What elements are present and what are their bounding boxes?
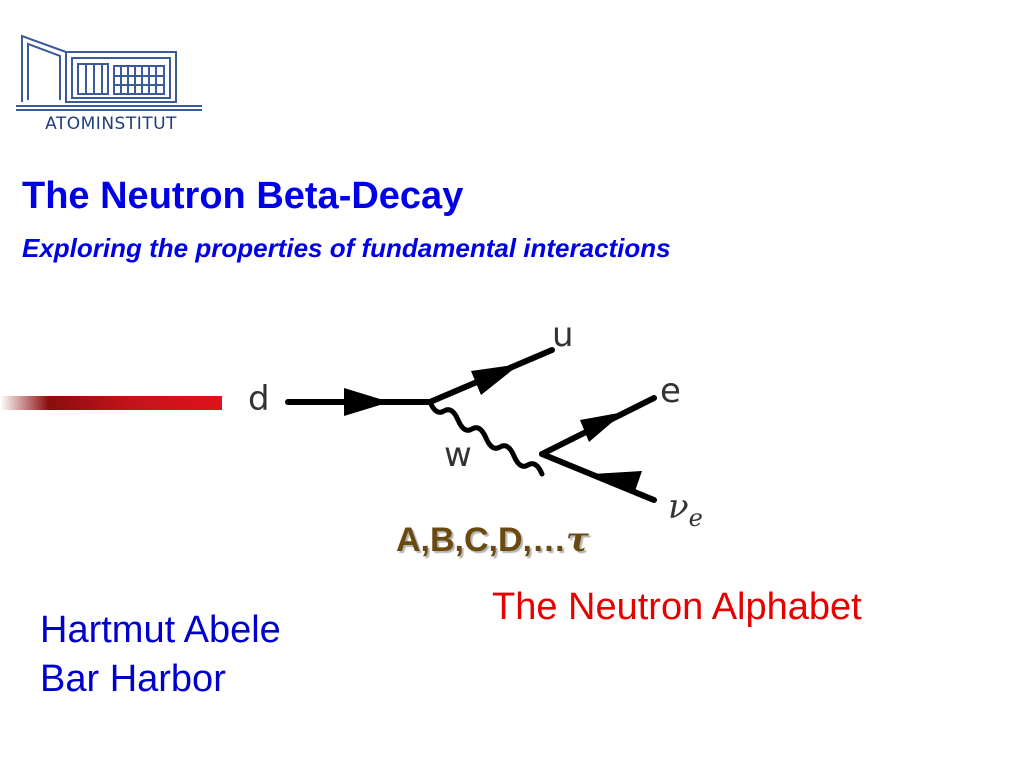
d-quark-label: d [248,379,270,419]
neutron-alphabet-caption: The Neutron Alphabet [492,586,862,628]
atominstitut-logo: ATOMINSTITUT [14,30,204,140]
tau-symbol: τ [566,520,589,560]
author-name: Hartmut Abele [40,609,281,651]
d-quark-arrow [344,388,390,416]
u-quark-arrow [471,364,520,395]
w-boson-line [427,399,545,477]
neutron-alphabet-letters: A,B,C,D,…τ [396,520,589,560]
neutrino-label: νe [668,490,703,530]
building-icon [16,34,202,111]
author-place: Bar Harbor [40,658,226,700]
accent-bar [0,396,222,410]
w-boson-label: w [444,435,472,475]
neutrino-subscript: e [688,503,703,532]
slide-title: The Neutron Beta-Decay [22,175,464,217]
author-block: Hartmut Abele Bar Harbor [40,606,281,704]
electron-label: e [660,371,681,411]
logo-text: ATOMINSTITUT [45,114,177,134]
alphabet-text: A,B,C,D,… [396,521,566,559]
neutrino-symbol: ν [668,487,689,527]
slide-subtitle: Exploring the properties of fundamental … [22,233,671,263]
feynman-diagram-lines [285,347,657,503]
feynman-diagram: d u e w νe [240,318,710,548]
electron-arrow [580,412,624,442]
u-quark-label: u [552,315,574,355]
neutrino-arrow [592,471,642,494]
